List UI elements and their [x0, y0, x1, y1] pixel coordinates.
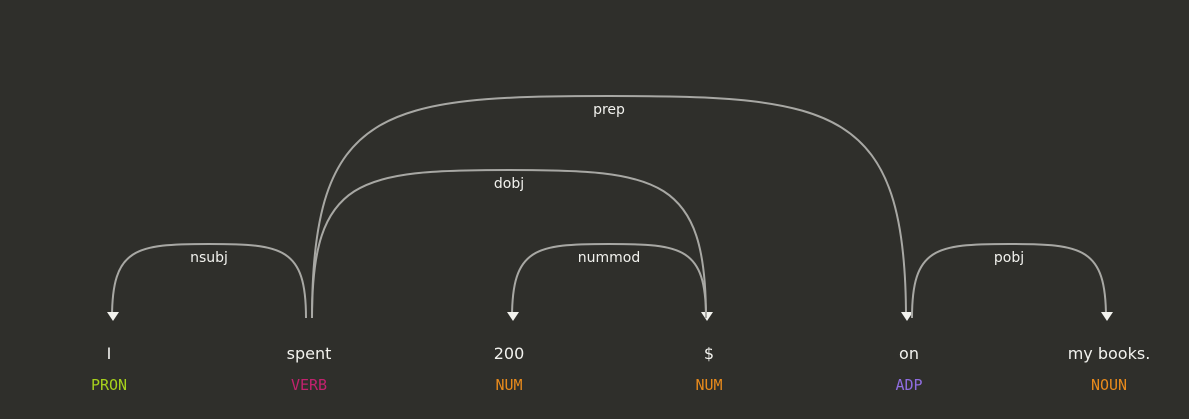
token-5: my books. NOUN [1068, 344, 1151, 394]
token-pos-tag: NUM [695, 376, 722, 394]
token-word: on [899, 344, 919, 363]
token-word: spent [287, 344, 332, 363]
arc-nsubj: nsubj [107, 242, 307, 321]
arc-label: nsubj [190, 250, 228, 266]
token-word: 200 [494, 344, 525, 363]
arrowhead-icon [1101, 312, 1113, 321]
token-3: $ NUM [695, 344, 722, 394]
arc-line [311, 168, 707, 319]
token-pos-tag: NOUN [1091, 376, 1127, 394]
token-pos-tag: NUM [495, 376, 522, 394]
arc-nummod: nummod [507, 242, 707, 321]
arcs-layer: nsubj prep dobj nummod pobj [107, 94, 1113, 321]
token-pos-tag: VERB [291, 376, 327, 394]
token-0: I PRON [91, 344, 127, 394]
arc-line [111, 242, 307, 319]
arc-line [311, 94, 907, 319]
token-word: my books. [1068, 344, 1151, 363]
arc-line [911, 242, 1107, 319]
token-word: I [107, 344, 112, 363]
arc-label: nummod [578, 250, 640, 266]
arc-line [511, 242, 707, 319]
arc-label: dobj [494, 176, 524, 192]
arc-pobj: pobj [911, 242, 1113, 321]
arrowhead-icon [107, 312, 119, 321]
token-word: $ [704, 344, 714, 363]
arrowhead-icon [507, 312, 519, 321]
token-pos-tag: ADP [895, 376, 922, 394]
arc-label: prep [593, 102, 625, 118]
arc-label: pobj [994, 250, 1024, 266]
token-pos-tag: PRON [91, 376, 127, 394]
arrowhead-icon [701, 312, 713, 321]
arc-prep: prep [311, 94, 913, 321]
arc-dobj: dobj [311, 168, 713, 321]
arrowhead-icon [901, 312, 913, 321]
